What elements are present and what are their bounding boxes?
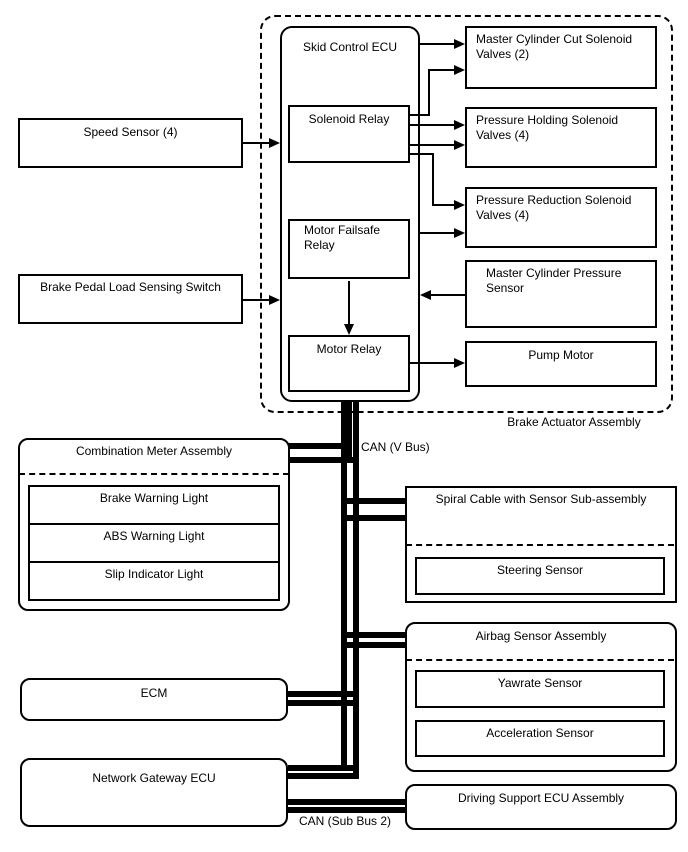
arrow-solenoid-to-holding2-head-icon — [454, 140, 465, 150]
motor-failsafe-relay-label: Motor Failsafe Relay — [304, 223, 381, 252]
can-v-bus-label: CAN (V Bus) — [361, 440, 430, 454]
yawrate-sensor-box: Yawrate Sensor — [415, 670, 665, 708]
arrow-solenoid-to-mc-cut-seg2 — [428, 69, 430, 116]
brake-pedal-load-sensing-switch-label: Brake Pedal Load Sensing Switch — [40, 280, 221, 294]
arrow-ecu-to-reduction-head-icon — [454, 228, 465, 238]
arrow-speed-sensor-to-ecu-shaft — [243, 142, 271, 144]
speed-sensor-box: Speed Sensor (4) — [18, 118, 243, 168]
steering-sensor-box: Steering Sensor — [415, 557, 665, 595]
arrow-solenoid-to-holding1-head-icon — [454, 120, 465, 130]
arrow-ecu-to-mc-cut-head-icon — [454, 39, 465, 49]
master-cylinder-pressure-sensor-label: Master Cylinder Pressure Sensor — [486, 266, 622, 295]
ecm-label: ECM — [140, 686, 168, 700]
motor-relay-box: Motor Relay — [288, 335, 410, 392]
acceleration-sensor-box: Acceleration Sensor — [415, 720, 665, 757]
ecm-box: ECM — [20, 678, 288, 721]
brake-warning-light-box: Brake Warning Light — [28, 485, 280, 525]
spiral-cable-label: Spiral Cable with Sensor Sub-assembly — [435, 492, 647, 506]
can-stub-spiral-wire1 — [341, 498, 406, 504]
driving-support-ecu-box: Driving Support ECU Assembly — [405, 784, 677, 830]
acceleration-sensor-label: Acceleration Sensor — [486, 726, 594, 740]
yawrate-sensor-label: Yawrate Sensor — [497, 676, 583, 690]
can-trunk-wire-left — [341, 400, 347, 771]
pressure-reduction-valves-label: Pressure Reduction Solenoid Valves (4) — [476, 193, 632, 222]
arrow-mcp-sensor-to-ecu-head-icon — [420, 290, 431, 300]
spiral-cable-divider — [406, 544, 674, 546]
pressure-holding-valves-box: Pressure Holding Solenoid Valves (4) — [465, 107, 657, 168]
master-cylinder-pressure-sensor-box: Master Cylinder Pressure Sensor — [465, 260, 657, 328]
pressure-holding-valves-label: Pressure Holding Solenoid Valves (4) — [476, 113, 619, 142]
airbag-assembly-divider — [406, 659, 674, 661]
can-stub-meter-wire1 — [288, 443, 347, 449]
pump-motor-box: Pump Motor — [465, 341, 657, 387]
arrow-failsafe-to-motor-relay-shaft — [348, 281, 350, 326]
steering-sensor-label: Steering Sensor — [496, 563, 584, 577]
can-trunk-wire-extra — [347, 400, 352, 462]
abs-warning-light-label: ABS Warning Light — [103, 529, 205, 543]
driving-support-ecu-label: Driving Support ECU Assembly — [457, 791, 625, 805]
speed-sensor-label: Speed Sensor (4) — [83, 125, 178, 139]
arrow-pedal-switch-to-ecu-shaft — [243, 299, 271, 301]
arrow-speed-sensor-to-ecu-head-icon — [269, 138, 280, 148]
combination-meter-divider — [19, 473, 289, 475]
can-sub-bus2-wire1 — [288, 799, 407, 805]
slip-indicator-light-box: Slip Indicator Light — [28, 561, 280, 601]
combination-meter-assembly-label: Combination Meter Assembly — [75, 444, 233, 458]
arrow-solenoid-to-reduction-seg3 — [432, 204, 454, 206]
arrow-solenoid-to-mc-cut-head-icon — [454, 65, 465, 75]
motor-failsafe-relay-box: Motor Failsafe Relay — [288, 219, 410, 279]
can-stub-airbag-wire1 — [341, 632, 406, 638]
can-stub-airbag-wire2 — [341, 642, 406, 648]
can-sub-bus2-label: CAN (Sub Bus 2) — [299, 814, 392, 828]
arrow-solenoid-to-mc-cut-seg3 — [428, 69, 454, 71]
master-cylinder-cut-valves-box: Master Cylinder Cut Solenoid Valves (2) — [465, 26, 657, 89]
arrow-ecu-to-reduction-shaft — [420, 232, 454, 234]
motor-relay-label: Motor Relay — [316, 342, 382, 356]
network-gateway-ecu-box: Network Gateway ECU — [20, 758, 288, 827]
can-stub-gateway-wire2 — [288, 773, 359, 779]
arrow-mcp-sensor-to-ecu-shaft — [431, 294, 465, 296]
pump-motor-label: Pump Motor — [528, 348, 594, 362]
slip-indicator-light-label: Slip Indicator Light — [104, 567, 204, 581]
master-cylinder-cut-valves-label: Master Cylinder Cut Solenoid Valves (2) — [476, 32, 633, 61]
can-stub-ecm-wire2 — [288, 700, 359, 706]
arrow-solenoid-to-holding2-shaft — [410, 144, 454, 146]
skid-control-ecu-label: Skid Control ECU — [302, 40, 398, 54]
arrow-failsafe-to-motor-relay-head-icon — [344, 324, 354, 335]
arrow-ecu-to-mc-cut-shaft — [420, 43, 456, 45]
can-sub-bus2-wire2 — [288, 807, 407, 813]
can-stub-gateway-wire1 — [288, 765, 359, 771]
arrow-solenoid-to-reduction-head-icon — [454, 200, 465, 210]
brake-actuator-assembly-label: Brake Actuator Assembly — [507, 415, 641, 429]
solenoid-relay-box: Solenoid Relay — [288, 105, 410, 163]
can-stub-spiral-wire2 — [341, 515, 406, 521]
abs-warning-light-box: ABS Warning Light — [28, 523, 280, 563]
brake-warning-light-label: Brake Warning Light — [99, 491, 209, 505]
can-stub-meter-wire2 — [288, 457, 359, 463]
arrow-solenoid-to-holding1-shaft — [410, 124, 454, 126]
arrow-pedal-switch-to-ecu-head-icon — [269, 295, 280, 305]
network-gateway-ecu-label: Network Gateway ECU — [92, 771, 216, 785]
arrow-solenoid-to-reduction-seg2 — [432, 153, 434, 206]
can-trunk-wire-right — [353, 400, 359, 779]
arrow-solenoid-to-mc-cut-seg1 — [410, 114, 430, 116]
solenoid-relay-label: Solenoid Relay — [308, 112, 390, 126]
pressure-reduction-valves-box: Pressure Reduction Solenoid Valves (4) — [465, 187, 657, 248]
arrow-motor-relay-to-pump-shaft — [410, 362, 454, 364]
can-stub-ecm-wire1 — [288, 691, 359, 697]
arrow-motor-relay-to-pump-head-icon — [454, 358, 465, 368]
brake-pedal-load-sensing-switch-box: Brake Pedal Load Sensing Switch — [18, 274, 243, 324]
arrow-solenoid-to-reduction-seg1 — [410, 153, 434, 155]
airbag-sensor-assembly-label: Airbag Sensor Assembly — [475, 629, 607, 643]
